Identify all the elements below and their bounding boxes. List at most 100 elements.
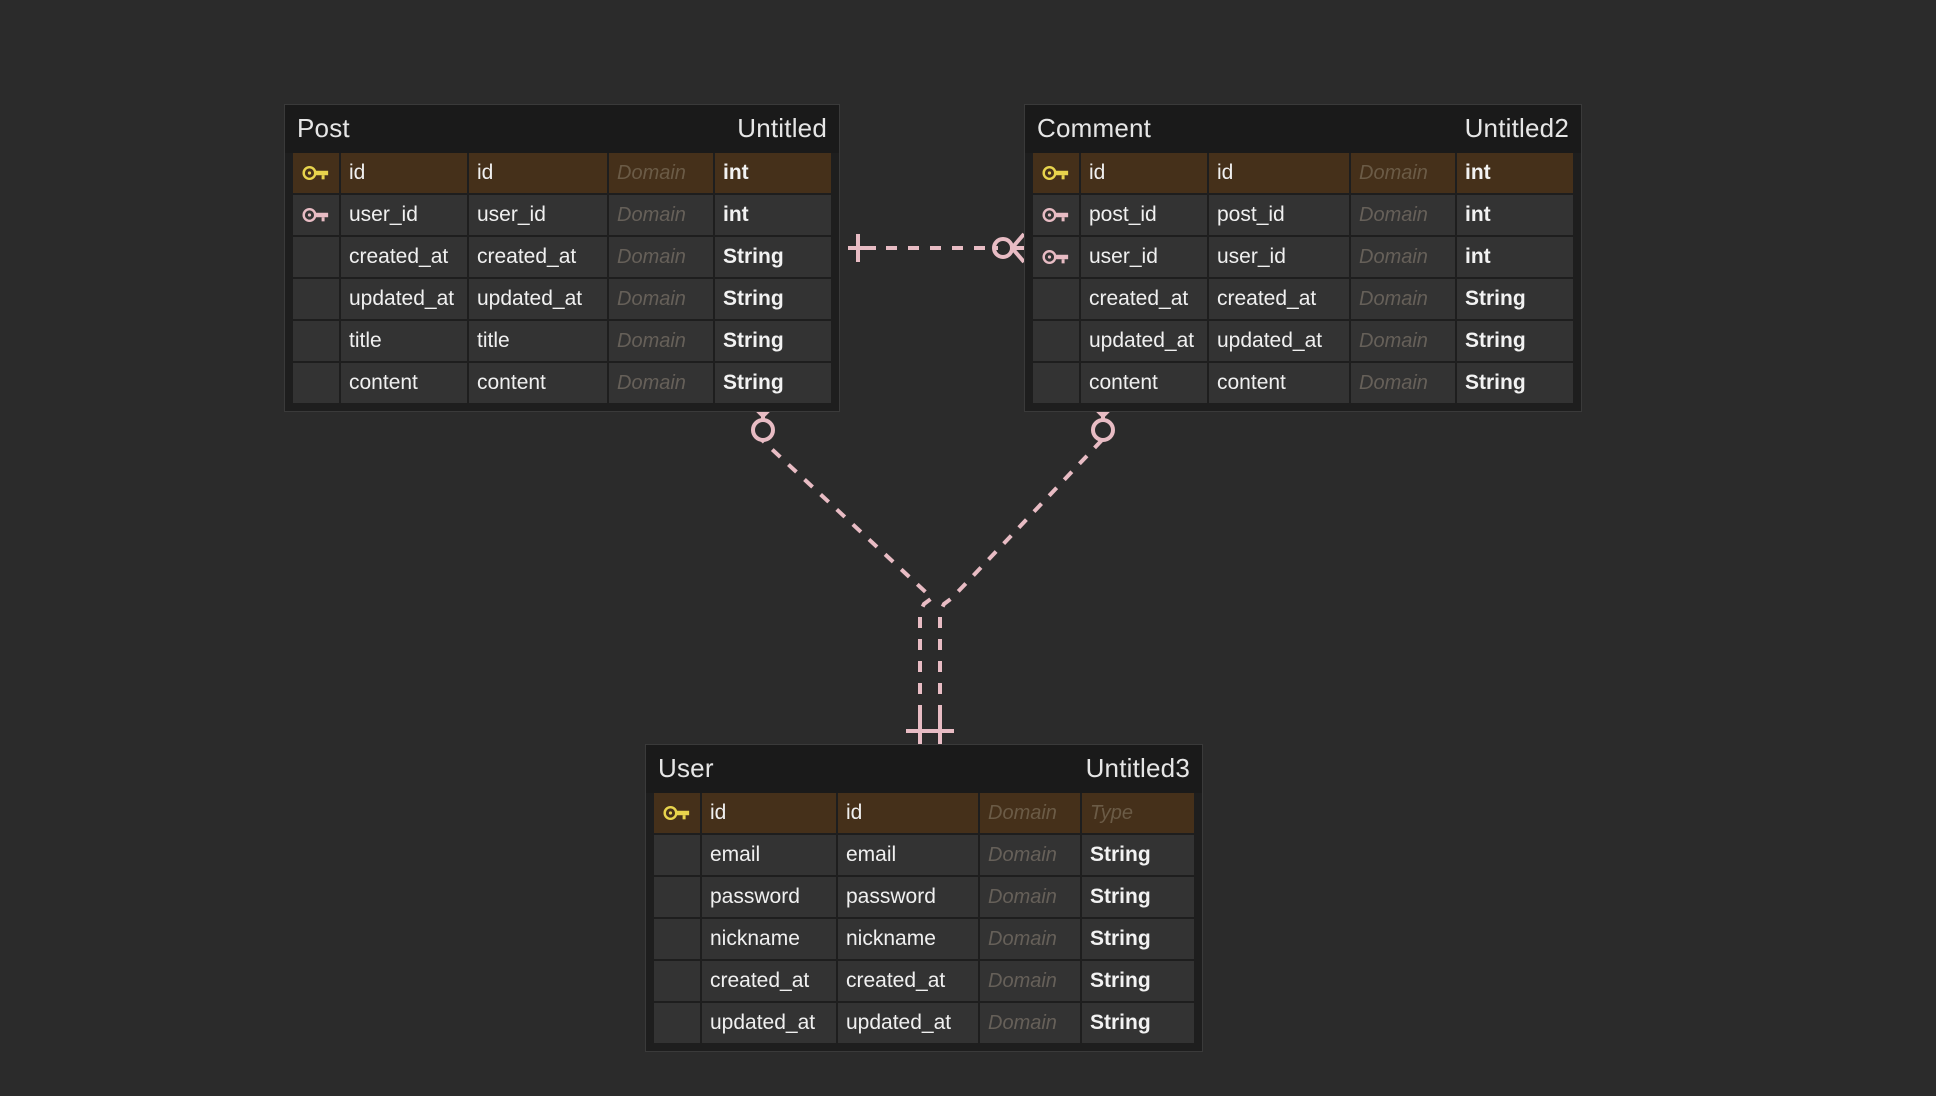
attribute-domain-cell[interactable]: Domain	[980, 919, 1080, 959]
attribute-name-cell[interactable]: content	[341, 363, 467, 403]
attribute-name-cell[interactable]: updated_at	[341, 279, 467, 319]
attribute-name-cell[interactable]: title	[341, 321, 467, 361]
attribute-label-cell[interactable]: email	[838, 835, 978, 875]
attribute-type-cell[interactable]: String	[1457, 321, 1573, 361]
attribute-type-cell[interactable]: String	[715, 363, 831, 403]
attribute-domain-cell[interactable]: Domain	[609, 237, 713, 277]
attribute-label-cell[interactable]: password	[838, 877, 978, 917]
attribute-domain-cell[interactable]: Domain	[1351, 237, 1455, 277]
attribute-type-cell[interactable]: String	[1457, 279, 1573, 319]
attribute-key-cell[interactable]	[293, 279, 339, 319]
attribute-domain-cell[interactable]: Domain	[1351, 279, 1455, 319]
attribute-label-cell[interactable]: updated_at	[469, 279, 607, 319]
attribute-domain-cell[interactable]: Domain	[1351, 195, 1455, 235]
attribute-domain-cell[interactable]: Domain	[609, 153, 713, 193]
attribute-key-cell[interactable]	[1033, 363, 1079, 403]
attribute-key-cell[interactable]	[293, 153, 339, 193]
attribute-type-cell[interactable]: String	[715, 279, 831, 319]
attribute-name-cell[interactable]: email	[702, 835, 836, 875]
attribute-type-cell[interactable]: int	[715, 153, 831, 193]
attribute-key-cell[interactable]	[1033, 279, 1079, 319]
attribute-type-cell[interactable]: int	[1457, 237, 1573, 277]
relationship-user-post[interactable]	[749, 402, 936, 744]
attribute-name-cell[interactable]: updated_at	[702, 1003, 836, 1043]
attribute-type-cell[interactable]: String	[1082, 1003, 1194, 1043]
attribute-label-cell[interactable]: id	[1209, 153, 1349, 193]
attribute-label-cell[interactable]: user_id	[1209, 237, 1349, 277]
attribute-type-cell[interactable]: String	[1082, 919, 1194, 959]
attribute-label-cell[interactable]: updated_at	[838, 1003, 978, 1043]
attribute-domain-cell[interactable]: Domain	[609, 321, 713, 361]
attribute-type-cell[interactable]: int	[715, 195, 831, 235]
attribute-domain-cell[interactable]: Domain	[609, 363, 713, 403]
attribute-type-cell[interactable]: String	[1457, 363, 1573, 403]
attribute-type-cell[interactable]: String	[1082, 835, 1194, 875]
attribute-key-cell[interactable]	[654, 919, 700, 959]
attribute-label-cell[interactable]: created_at	[1209, 279, 1349, 319]
attribute-key-cell[interactable]	[1033, 153, 1079, 193]
attribute-name-cell[interactable]: created_at	[702, 961, 836, 1001]
attribute-type-cell[interactable]: String	[1082, 961, 1194, 1001]
attribute-name-cell[interactable]: user_id	[341, 195, 467, 235]
attribute-domain-cell[interactable]: Domain	[609, 279, 713, 319]
attribute-domain-cell[interactable]: Domain	[980, 1003, 1080, 1043]
attribute-domain-cell[interactable]: Domain	[980, 793, 1080, 833]
relationship-user-comment[interactable]	[926, 402, 1117, 744]
attribute-label-cell[interactable]: created_at	[469, 237, 607, 277]
attribute-domain-cell[interactable]: Domain	[1351, 153, 1455, 193]
attribute-name-cell[interactable]: updated_at	[1081, 321, 1207, 361]
attribute-domain-cell[interactable]: Domain	[609, 195, 713, 235]
attribute-name-cell[interactable]: id	[702, 793, 836, 833]
attribute-key-cell[interactable]	[1033, 237, 1079, 277]
attribute-type-cell[interactable]: int	[1457, 195, 1573, 235]
attribute-name-cell[interactable]: content	[1081, 363, 1207, 403]
attribute-domain-cell[interactable]: Domain	[1351, 321, 1455, 361]
attribute-name-cell[interactable]: id	[341, 153, 467, 193]
attribute-type-cell[interactable]: Type	[1082, 793, 1194, 833]
attribute-label-cell[interactable]: updated_at	[1209, 321, 1349, 361]
attribute-name-cell[interactable]: created_at	[341, 237, 467, 277]
attribute-domain-cell[interactable]: Domain	[980, 877, 1080, 917]
attribute-key-cell[interactable]	[293, 237, 339, 277]
attribute-label-cell[interactable]: id	[838, 793, 978, 833]
attribute-key-cell[interactable]	[654, 793, 700, 833]
attribute-label-cell[interactable]: content	[469, 363, 607, 403]
attribute-type-cell[interactable]: String	[715, 321, 831, 361]
attribute-name-cell[interactable]: id	[1081, 153, 1207, 193]
attribute-label-cell[interactable]: title	[469, 321, 607, 361]
attribute-domain-cell[interactable]: Domain	[1351, 363, 1455, 403]
attribute-name-cell[interactable]: created_at	[1081, 279, 1207, 319]
attribute-name-cell[interactable]: post_id	[1081, 195, 1207, 235]
attribute-label-cell[interactable]: id	[469, 153, 607, 193]
attribute-key-cell[interactable]	[293, 321, 339, 361]
attribute-key-cell[interactable]	[654, 961, 700, 1001]
attribute-key-cell[interactable]	[1033, 195, 1079, 235]
attribute-domain-cell[interactable]: Domain	[980, 961, 1080, 1001]
attribute-key-cell[interactable]	[654, 835, 700, 875]
attribute-key-cell[interactable]	[654, 1003, 700, 1043]
attribute-type-cell[interactable]: int	[1457, 153, 1573, 193]
attribute-key-cell[interactable]	[1033, 321, 1079, 361]
attribute-name-cell[interactable]: password	[702, 877, 836, 917]
